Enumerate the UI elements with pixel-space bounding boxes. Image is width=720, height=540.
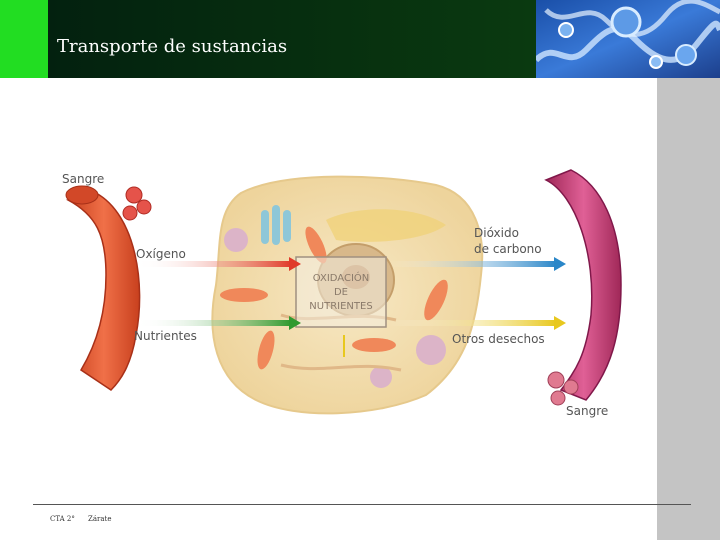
label-co2-line2: de carbono — [474, 242, 542, 256]
label-blood-right: Sangre — [566, 404, 608, 418]
co2-arrow — [388, 261, 556, 267]
transport-diagram: OXIDACIÓN DE NUTRIENTES Sangre Oxígeno N… — [62, 169, 622, 418]
co2-arrowhead — [554, 257, 566, 271]
accent-block — [0, 0, 48, 78]
red-blood-cell — [125, 186, 143, 204]
header-bar: Transporte de sustancias — [48, 0, 536, 78]
box-label-line2: DE — [334, 287, 348, 298]
decorative-cells-image — [536, 0, 720, 78]
red-blood-cell — [122, 205, 138, 221]
footer-divider — [33, 504, 691, 505]
waste-arrowhead — [554, 316, 566, 330]
red-blood-cell — [136, 199, 152, 215]
nutrients-arrow — [136, 320, 291, 326]
side-panel — [657, 78, 720, 540]
label-blood-left: Sangre — [62, 172, 104, 186]
oxidation-box — [295, 256, 387, 328]
label-oxygen: Oxígeno — [136, 247, 186, 261]
footer-course: CTA 2° — [50, 515, 75, 523]
red-blood-cell — [550, 390, 566, 406]
label-nutrients: Nutrientes — [134, 329, 197, 343]
label-waste: Otros desechos — [452, 332, 545, 346]
box-label-line1: OXIDACIÓN — [313, 271, 370, 284]
oxygen-arrowhead — [289, 257, 301, 271]
red-blood-cell — [563, 379, 579, 395]
slide-title: Transporte de sustancias — [57, 36, 288, 57]
artery-vessel — [65, 192, 141, 391]
waste-arrow — [388, 320, 556, 326]
nutrients-arrowhead — [289, 316, 301, 330]
oxygen-arrow — [136, 261, 291, 267]
footer-author: Zárate — [88, 515, 112, 523]
label-co2-line1: Dióxido — [474, 226, 519, 240]
vein-vessel — [544, 169, 622, 401]
box-label-line3: NUTRIENTES — [309, 301, 372, 312]
red-blood-cell — [547, 371, 565, 389]
